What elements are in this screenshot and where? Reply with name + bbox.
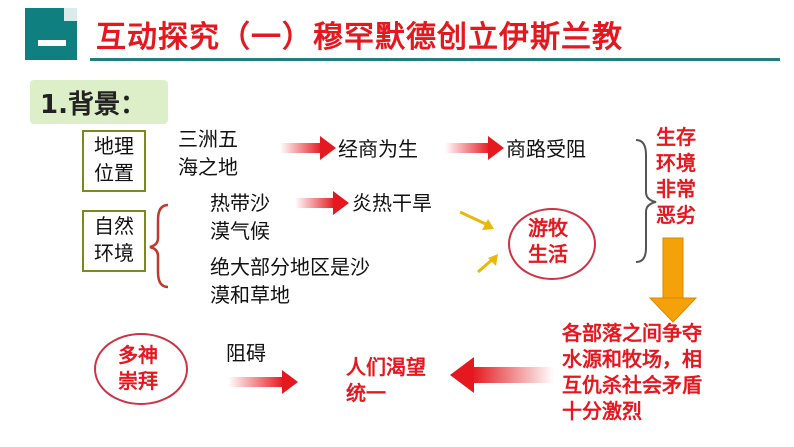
climate-line2: 漠气候	[210, 219, 270, 243]
nature-label-box: 自然 环境	[82, 210, 146, 272]
polytheism-line1: 多神	[118, 343, 158, 367]
obstacle-label: 阻碍	[226, 341, 266, 365]
geo-text-line1: 三洲五	[178, 127, 238, 151]
arrow-geo-1	[280, 136, 336, 160]
terrain-line2: 漠和草地	[210, 283, 290, 307]
terrain-line1: 绝大部分地区是沙	[210, 255, 370, 279]
arrow-down-orange	[648, 237, 698, 323]
conflict-line1: 各部落之间争夺	[562, 321, 702, 345]
unity-line2: 统一	[346, 381, 386, 405]
logo-corner	[64, 8, 77, 21]
geo-label-box: 地理 位置	[82, 130, 146, 192]
section-label: 1.背景：	[40, 90, 146, 120]
title-underline	[90, 58, 780, 61]
nature-label-line1: 自然	[94, 214, 134, 238]
arrow-to-nomadic-1	[459, 210, 494, 230]
page-title: 互动探究（一）穆罕默德创立伊斯兰教	[96, 20, 623, 55]
nomadic-line1: 游牧	[528, 216, 568, 240]
geo-label-line2: 位置	[94, 161, 134, 185]
arrow-to-nomadic-2	[477, 254, 498, 274]
nature-label-line2: 环境	[94, 241, 134, 265]
arrow-obstacle	[228, 370, 298, 394]
conflict-line3: 互仇杀社会矛盾	[562, 373, 702, 397]
environment-line2: 环境	[656, 151, 696, 175]
section-badge	[30, 80, 168, 124]
bracket-nature	[149, 203, 169, 289]
nomadic-ellipse	[508, 208, 596, 280]
conflict-line4: 十分激烈	[562, 399, 642, 423]
arrow-climate	[295, 191, 349, 215]
unity-line1: 人们渴望	[346, 355, 426, 379]
geo-text-line2: 海之地	[178, 155, 238, 179]
geo-label-line1: 地理	[94, 134, 134, 158]
polytheism-ellipse	[94, 333, 188, 405]
arrow-left-unity	[450, 357, 554, 393]
brace-environment	[635, 139, 657, 263]
arrow-geo-2	[445, 136, 504, 160]
environment-line3: 非常	[656, 177, 696, 201]
climate-line1: 热带沙	[210, 191, 270, 215]
environment-line4: 恶劣	[656, 203, 696, 227]
geo-result-1: 经商为生	[338, 137, 418, 161]
logo-bar	[38, 40, 66, 46]
nomadic-line2: 生活	[528, 242, 568, 266]
environment-line1: 生存	[656, 125, 696, 149]
polytheism-line2: 崇拜	[118, 369, 158, 393]
conflict-line2: 水源和牧场，相	[562, 347, 702, 371]
geo-result-2: 商路受阻	[506, 137, 586, 161]
climate-result: 炎热干旱	[352, 191, 432, 215]
